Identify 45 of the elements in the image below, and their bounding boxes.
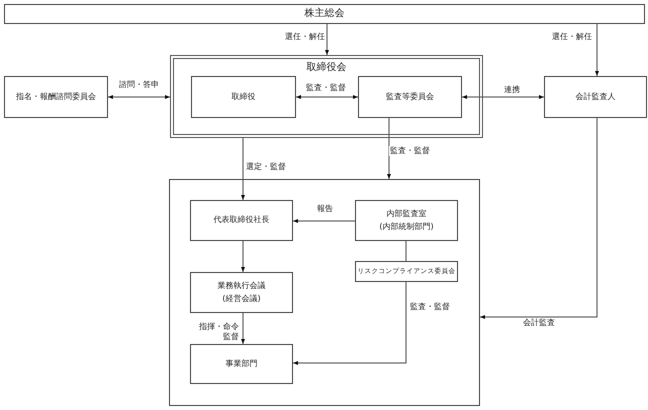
arrow — [292, 282, 406, 365]
arrow — [241, 240, 245, 272]
box-label: 代表取締役社長 — [214, 214, 270, 226]
edge-label: 指揮・命令監督 — [198, 322, 240, 342]
arrow — [462, 95, 544, 99]
board-box — [170, 55, 483, 138]
edge-label: 報告 — [316, 204, 334, 214]
box-label: 内部監査室(内部統制部門) — [378, 208, 435, 232]
box-label: 監査等委員会 — [386, 90, 434, 103]
org-box — [190, 200, 293, 241]
arrow — [296, 95, 358, 99]
edge-label: 監査・監督 — [389, 146, 431, 156]
arrow — [241, 312, 245, 344]
edge-label: 監査・監督 — [409, 302, 451, 312]
arrow — [595, 24, 599, 76]
edge-label: 会計監査 — [522, 318, 556, 328]
meeting-box — [4, 4, 645, 24]
edge-label: 選定・監督 — [245, 162, 287, 172]
edge-label: 連携 — [503, 85, 521, 95]
org-box — [358, 76, 462, 118]
edge-label: 選任・解任 — [551, 32, 593, 42]
arrow — [292, 219, 356, 223]
box-label: 会計監査人 — [576, 90, 616, 103]
box-label: 事業部門 — [226, 358, 258, 370]
group-box — [169, 179, 480, 406]
edge-label: 監査・監督 — [305, 83, 347, 93]
arrow — [108, 95, 170, 99]
arrow — [241, 138, 245, 200]
box-label: 株主総会 — [304, 6, 344, 21]
org-box — [191, 76, 296, 118]
arrow — [480, 118, 598, 319]
org-box — [190, 344, 293, 384]
box-label: 指名・報酬諮問委員会 — [16, 90, 96, 103]
org-box — [4, 76, 108, 118]
arrow — [325, 24, 329, 56]
edge-label: 選任・解任 — [284, 32, 326, 42]
org-box — [355, 200, 458, 241]
org-box — [355, 261, 458, 282]
arrow — [387, 118, 391, 180]
edge-label: 諮問・答申 — [118, 80, 160, 90]
box-label: 取締役 — [232, 90, 256, 103]
box-label: 業務執行会議(経営会議) — [216, 280, 266, 304]
org-box — [544, 76, 647, 118]
board-title: 取締役会 — [306, 60, 346, 75]
org-box — [190, 272, 293, 313]
